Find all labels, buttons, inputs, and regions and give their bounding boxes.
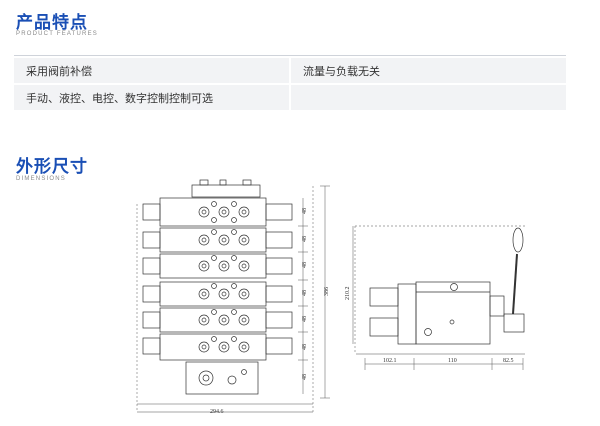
dimensions-title: 外形尺寸 [16,157,88,176]
side-view [354,225,525,355]
valve-section-5 [142,307,293,333]
features-subtitle: PRODUCT FEATURES [16,31,98,37]
top-end-cover [191,184,261,198]
feature-cell: 流量与负载无关 [291,58,566,83]
valve-section-1 [142,197,293,227]
dim-label-front-width: 294.6 [210,409,224,415]
front-view-dimensions [137,185,330,405]
inlet-port [198,370,214,386]
feature-cell [291,85,566,110]
dim-label: 48 [302,262,308,268]
dim-label: 48 [302,374,308,380]
side-lever-knob [512,227,524,253]
features-table: 采用阀前补偿 流量与负载无关 手动、液控、电控、数字控制控制可选 [14,55,566,112]
valve-section-4 [142,281,293,307]
side-valve-body [415,281,491,345]
top-bolt [242,179,252,186]
dim-label: 48 [302,290,308,296]
features-row: 采用阀前补偿 流量与负载无关 [14,58,566,83]
dim-label: 48 [302,236,308,242]
side-lever-base [503,313,525,333]
dim-label-side-width-1: 102.1 [383,358,397,364]
dim-label-side-width-2: 110 [448,358,457,364]
feature-cell: 采用阀前补偿 [14,58,289,83]
side-view-dimension-labels: 210.2 102.1 110 82.5 [345,287,514,365]
dimensions-subtitle: DIMENSIONS [16,176,67,182]
side-lever-rod [512,253,518,315]
top-bolt [219,179,227,186]
dim-label: 48 [302,344,308,350]
front-view-dimension-labels: 48 48 48 48 48 48 48 386 294.6 [210,208,330,415]
front-view [136,179,314,413]
features-title: 产品特点 [16,13,88,32]
dim-label-side-height: 210.2 [345,287,351,301]
side-solenoid [369,287,399,307]
top-bolt [199,179,209,186]
side-view-dimensions [352,226,524,370]
valve-section-6 [142,333,293,361]
valve-section-2 [142,227,293,253]
dimension-drawing: 48 48 48 48 48 48 48 386 294.6 210.2 [136,179,525,415]
dim-label-total-height: 386 [324,287,330,296]
side-solenoid [369,317,399,337]
inlet-block [185,361,259,395]
valve-section-3 [142,253,293,279]
dim-label-side-width-3: 82.5 [503,358,514,364]
dim-label: 48 [302,208,308,214]
feature-cell: 手动、液控、电控、数字控制控制可选 [14,85,289,110]
features-row: 手动、液控、电控、数字控制控制可选 [14,85,566,110]
dim-label: 48 [302,316,308,322]
